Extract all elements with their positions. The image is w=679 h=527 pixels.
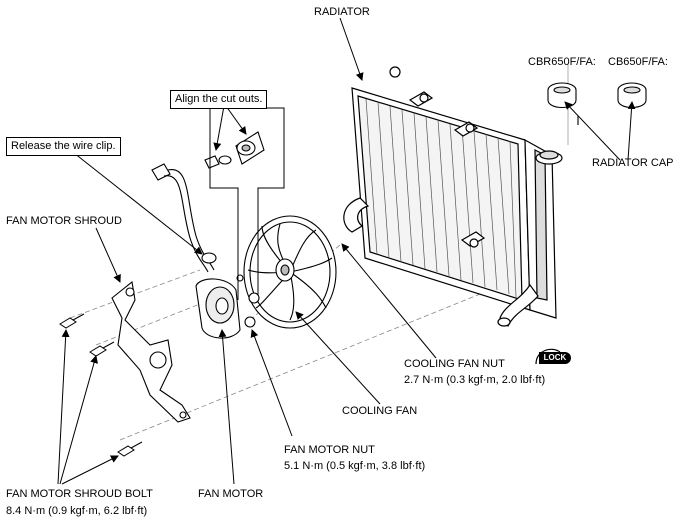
connector-detail-illustration <box>204 131 265 169</box>
radiator-cap-variants <box>547 64 647 145</box>
variant-b-label: CB650F/FA: <box>608 56 668 68</box>
lock-arrow-curve <box>535 348 561 365</box>
cooling-fan-label: COOLING FAN <box>342 405 418 417</box>
cooling-fan-nut-torque: 2.7 N·m (0.3 kgf·m, 2.0 lbf·ft) <box>404 374 546 386</box>
fan-motor-label: FAN MOTOR <box>198 488 264 500</box>
cooling-fan-nut-label: COOLING FAN NUT <box>404 358 505 370</box>
variant-a-label: CBR650F/FA: <box>528 56 596 68</box>
radiator-illustration <box>343 66 563 328</box>
radiator-label: RADIATOR <box>314 6 370 18</box>
fan-motor-illustration <box>195 274 260 339</box>
fan-motor-nut-torque: 5.1 N·m (0.5 kgf·m, 3.8 lbf·ft) <box>284 460 426 472</box>
cooling-fan-illustration <box>243 215 337 329</box>
wire-harness-illustration <box>151 163 217 273</box>
release-note-box: Release the wire clip. <box>6 137 121 156</box>
fan-motor-shroud-illustration <box>111 280 191 423</box>
shroud-bolt-illustrations <box>59 313 143 457</box>
fan-motor-nut-label: FAN MOTOR NUT <box>284 444 375 456</box>
lock-badge: LOCK <box>539 352 571 364</box>
shroud-bolt-torque: 8.4 N·m (0.9 kgf·m, 6.2 lbf·ft) <box>6 505 148 517</box>
leader-lines <box>57 17 636 485</box>
align-note-box: Align the cut outs. <box>170 90 268 109</box>
fan-motor-shroud-label: FAN MOTOR SHROUD <box>6 215 122 227</box>
radiator-cap-label: RADIATOR CAP <box>592 157 674 169</box>
shroud-bolt-label: FAN MOTOR SHROUD BOLT <box>6 488 153 500</box>
